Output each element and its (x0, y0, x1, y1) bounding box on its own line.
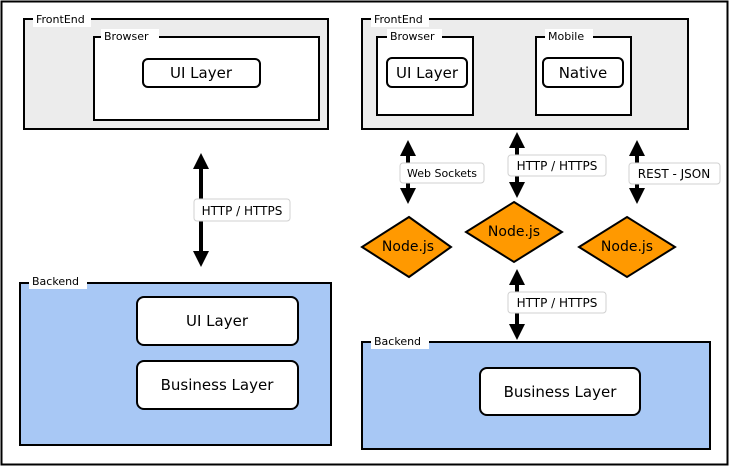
web-sockets-label-bg (399, 162, 485, 184)
right-backend-title: Backend (374, 335, 421, 348)
left-business-layer-box (136, 360, 299, 410)
nodejs-left-label: Node.js (382, 239, 434, 255)
right-business-layer-box (479, 367, 641, 416)
left-backend-ui-layer-box (136, 296, 299, 346)
right-http-top-label-bg (507, 154, 607, 177)
nodejs-diamond-left (360, 215, 453, 279)
left-backend-title: Backend (32, 275, 79, 288)
left-frontend-title-bg (33, 11, 91, 27)
right-mobile-title-bg (545, 29, 593, 44)
right-ui-layer-label: UI Layer (396, 64, 459, 82)
left-backend-ui-layer-label: UI Layer (186, 312, 249, 330)
left-business-layer-label: Business Layer (161, 376, 275, 394)
right-backend-group: Backend Business Layer (361, 333, 711, 450)
left-ui-layer-label: UI Layer (170, 64, 233, 82)
left-backend-title-bg (29, 273, 87, 289)
web-sockets-label: Web Sockets (407, 167, 477, 180)
rest-json-label: REST - JSON (638, 167, 710, 181)
left-frontend-group: FrontEnd Browser UI Layer (23, 11, 329, 130)
right-mobile-title: Mobile (548, 30, 584, 43)
nodejs-center-label: Node.js (488, 224, 540, 240)
right-http-top-label: HTTP / HTTPS (517, 159, 598, 173)
nodejs-diamond-center (464, 200, 564, 264)
left-http-label: HTTP / HTTPS (202, 204, 283, 218)
right-http-bottom-label-bg (507, 291, 607, 314)
right-frontend-group: FrontEnd Browser UI Layer Mobile Native (361, 11, 689, 130)
right-business-layer-label: Business Layer (504, 383, 618, 401)
nodejs-diamond-right (577, 215, 677, 279)
left-browser-title: Browser (104, 30, 149, 43)
right-native-box (542, 57, 624, 88)
left-backend-group: Backend UI Layer Business Layer (19, 273, 332, 446)
right-frontend-title-bg (371, 11, 429, 27)
right-native-label: Native (559, 64, 608, 82)
rest-json-label-bg (628, 162, 721, 185)
right-browser-title-bg (387, 29, 442, 44)
left-frontend-title: FrontEnd (36, 13, 85, 26)
right-ui-layer-box (386, 57, 468, 88)
right-http-bottom-label: HTTP / HTTPS (517, 296, 598, 310)
right-browser-title: Browser (390, 30, 435, 43)
nodejs-right-label: Node.js (601, 239, 653, 255)
left-ui-layer-box (142, 58, 261, 88)
left-browser-title-bg (101, 29, 159, 44)
left-http-label-bg (193, 198, 291, 222)
right-frontend-title: FrontEnd (374, 13, 423, 26)
right-backend-title-bg (371, 333, 429, 349)
